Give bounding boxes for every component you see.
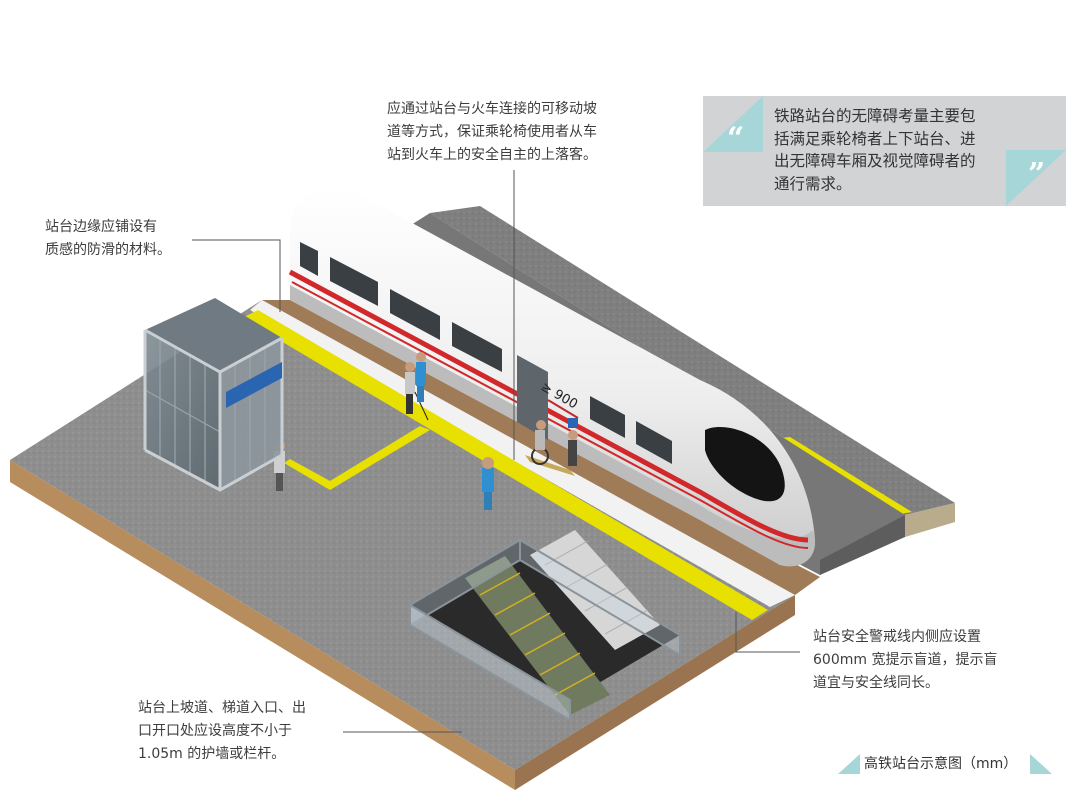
quote-line-3: 出无障碍车厢及视觉障碍者的: [774, 152, 976, 170]
callout-guard: 站台上坡道、梯道入口、出 口开口处应设高度不小于 1.05m 的护墙或栏杆。: [138, 697, 306, 766]
elevator: [143, 298, 284, 492]
high-speed-train: [288, 186, 816, 567]
callout-tactile-line-1: 站台安全警戒线内侧应设置: [813, 629, 981, 645]
callout-ramp-line-2: 道等方式，保证乘轮椅使用者从车: [387, 124, 597, 140]
quote-line-2: 括满足乘轮椅者上下站台、进: [774, 129, 976, 148]
quote-text: 铁路站台的无障碍考量主要包 括满足乘轮椅者上下站台、进 出无障碍车厢及视觉障碍者…: [774, 105, 1036, 195]
staircase: [530, 530, 660, 650]
callout-ramp-line-3: 站到火车上的安全自主的上落客。: [387, 147, 597, 163]
guard-railing: [409, 538, 681, 722]
callout-edge-line-1: 站台边缘应铺设有: [45, 219, 157, 235]
passenger-blue-1: [416, 352, 426, 402]
quote-close-triangle: [1006, 150, 1066, 206]
callout-guard-line-2: 口开口处应设高度不小于: [138, 723, 292, 739]
quote-open-triangle: [703, 96, 763, 152]
callout-guard-line-3: 1.05m 的护墙或栏杆。: [138, 746, 286, 762]
train-red-stripe: [288, 269, 809, 543]
train-windshield: [705, 426, 785, 502]
accessible-sign: [568, 418, 578, 428]
caption-right-triangle-icon: [1030, 754, 1052, 774]
callout-ramp: 应通过站台与火车连接的可移动坡 道等方式，保证乘轮椅使用者从车 站到火车上的安全…: [387, 98, 597, 167]
elevator-sign: [226, 362, 282, 408]
passenger-blue-2: [482, 457, 494, 510]
callout-guard-line-1: 站台上坡道、梯道入口、出: [138, 700, 306, 716]
passengers: [274, 352, 494, 510]
figure-caption: 高铁站台示意图（mm）: [838, 752, 1054, 776]
tactile-paving: [242, 310, 768, 620]
wheelchair-user: [525, 420, 578, 476]
quote-box: “ 铁路站台的无障碍考量主要包 括满足乘轮椅者上下站台、进 出无障碍车厢及视觉障…: [703, 96, 1066, 206]
safety-line: [250, 300, 795, 607]
open-quote-icon: “: [727, 121, 745, 156]
leader-tactile: [735, 612, 800, 653]
callout-tactile-line-2: 600mm 宽提示盲道，提示盲: [813, 652, 998, 668]
caption-left-triangle-icon: [838, 754, 860, 774]
escalator-opening: [409, 530, 681, 722]
train-door: [517, 355, 548, 440]
callout-tactile: 站台安全警戒线内侧应设置 600mm 宽提示盲道，提示盲 道宜与安全线同长。: [813, 626, 997, 695]
tactile-branch: [284, 426, 430, 490]
callout-edge: 站台边缘应铺设有 质感的防滑的材料。: [45, 216, 171, 262]
leader-edge: [192, 239, 281, 312]
close-quote-icon: ”: [1028, 157, 1046, 192]
callout-edge-line-2: 质感的防滑的材料。: [45, 242, 171, 258]
quote-line-1: 铁路站台的无障碍考量主要包: [774, 107, 976, 125]
callout-tactile-line-3: 道宜与安全线同长。: [813, 675, 939, 691]
escalator-steps: [479, 572, 596, 696]
quote-line-4: 通行需求。: [774, 174, 852, 193]
caption-text: 高铁站台示意图（mm）: [864, 756, 1018, 772]
leader-lines: [192, 170, 800, 733]
callout-ramp-line-1: 应通过站台与火车连接的可移动坡: [387, 101, 597, 117]
train-windows: [300, 242, 672, 464]
